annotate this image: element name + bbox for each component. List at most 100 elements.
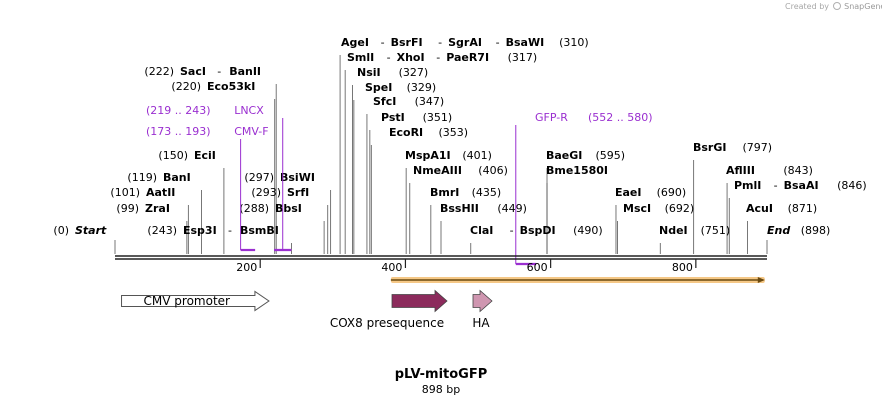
enzyme-separator: -	[774, 179, 778, 192]
enzyme-position-bsshii: (449)	[497, 202, 527, 215]
enzyme-position-agei: (310)	[559, 36, 589, 49]
enzyme-cut-lines	[114, 55, 768, 254]
enzyme-label-sfci[interactable]: SfcI	[373, 95, 396, 108]
enzyme-label-bsmbi[interactable]: BsmBI	[240, 224, 279, 237]
enzyme-label-msci[interactable]: MscI	[623, 202, 651, 215]
enzyme-position-ndei: (751)	[701, 224, 731, 237]
primer-label-gfp-r[interactable]: GFP-R	[535, 111, 568, 124]
feature-label-cox8-presequence: COX8 presequence	[330, 316, 444, 330]
enzyme-label-srfi[interactable]: SrfI	[287, 186, 309, 199]
enzyme-position-pmli: (846)	[837, 179, 867, 192]
feature-cmv-promoter[interactable]	[121, 290, 270, 312]
enzyme-position-psti: (351)	[423, 111, 453, 124]
enzyme-label-afliii[interactable]: AflIII	[726, 164, 755, 177]
enzyme-position-zrai: (99)	[116, 202, 139, 215]
enzyme-label-bbsi[interactable]: BbsI	[275, 202, 302, 215]
enzyme-label-pmli[interactable]: PmlI	[734, 179, 761, 192]
enzyme-label-bsiwi[interactable]: BsiWI	[280, 171, 315, 184]
enzyme-position-nmeaiii: (406)	[478, 164, 508, 177]
enzyme-position-start: (0)	[53, 224, 69, 237]
enzyme-label-ecii[interactable]: EciI	[194, 149, 216, 162]
enzyme-label-aatii[interactable]: AatII	[146, 186, 175, 199]
enzyme-label-bme1580i[interactable]: Bme1580I	[546, 164, 608, 177]
enzyme-position-clai: (490)	[573, 224, 603, 237]
primer-range-gfp-r: (552 .. 580)	[588, 111, 653, 124]
credit-prefix: Created by	[785, 2, 830, 11]
enzyme-label-ndei[interactable]: NdeI	[659, 224, 688, 237]
plasmid-name: pLV-mitoGFP	[395, 367, 488, 382]
enzyme-label-mspa1i[interactable]: MspA1I	[405, 149, 451, 162]
enzyme-position-smli: (317)	[508, 51, 538, 64]
enzyme-label-eaei[interactable]: EaeI	[615, 186, 642, 199]
enzyme-label-paer7i[interactable]: PaeR7I	[446, 51, 489, 64]
enzyme-position-bsiwi: (297)	[244, 171, 274, 184]
enzyme-label-saci[interactable]: SacI	[180, 65, 206, 78]
enzyme-label-bsrfi[interactable]: BsrFI	[391, 36, 423, 49]
enzyme-label-ecori[interactable]: EcoRI	[389, 126, 423, 139]
enzyme-label-bsaai[interactable]: BsaAI	[784, 179, 819, 192]
enzyme-label-end[interactable]: End	[767, 224, 790, 237]
enzyme-position-afliii: (843)	[783, 164, 813, 177]
enzyme-position-end: (898)	[801, 224, 831, 237]
tick-label-600: 600	[527, 261, 548, 274]
enzyme-label-zrai[interactable]: ZraI	[145, 202, 170, 215]
feature-cox8-presequence[interactable]	[391, 289, 448, 313]
enzyme-label-bsrgi[interactable]: BsrGI	[693, 141, 726, 154]
enzyme-position-eaei: (690)	[657, 186, 687, 199]
enzyme-label-nmeaiii[interactable]: NmeAIII	[413, 164, 462, 177]
enzyme-label-nsii[interactable]: NsiI	[357, 66, 381, 79]
enzyme-position-aatii: (101)	[110, 186, 140, 199]
enzyme-label-start[interactable]: Start	[75, 224, 107, 237]
enzyme-position-mspa1i: (401)	[462, 149, 492, 162]
enzyme-position-saci: (222)	[144, 65, 174, 78]
snapgene-logo-icon	[832, 2, 841, 10]
primer-label-cmv-f[interactable]: CMV-F	[234, 125, 268, 138]
enzyme-label-psti[interactable]: PstI	[381, 111, 405, 124]
enzyme-label-bspdi[interactable]: BspDI	[520, 224, 556, 237]
sequence-backbone	[115, 255, 767, 260]
feature-label-cmv-promoter: CMV promoter	[144, 294, 231, 308]
enzyme-position-bani: (119)	[127, 171, 157, 184]
enzyme-label-bsawi[interactable]: BsaWI	[506, 36, 545, 49]
tick-label-400: 400	[381, 261, 402, 274]
enzyme-position-bmri: (435)	[472, 186, 502, 199]
enzyme-label-eco53ki[interactable]: Eco53kI	[207, 80, 255, 93]
enzyme-label-xhoi[interactable]: XhoI	[397, 51, 425, 64]
enzyme-separator: -	[228, 224, 232, 237]
primer-range-lncx: (219 .. 243)	[146, 104, 211, 117]
enzyme-label-acui[interactable]: AcuI	[746, 202, 773, 215]
credit-brand: SnapGene	[844, 2, 882, 11]
enzyme-label-clai[interactable]: ClaI	[470, 224, 493, 237]
enzyme-label-smli[interactable]: SmlI	[347, 51, 374, 64]
enzyme-separator: -	[496, 36, 500, 49]
enzyme-position-ecii: (150)	[158, 149, 188, 162]
enzyme-label-banii[interactable]: BanII	[229, 65, 261, 78]
enzyme-position-bsrgi: (797)	[743, 141, 773, 154]
enzyme-separator: -	[438, 36, 442, 49]
enzyme-label-bmri[interactable]: BmrI	[430, 186, 459, 199]
enzyme-position-nsii: (327)	[399, 66, 429, 79]
enzyme-label-bsshii[interactable]: BssHII	[440, 202, 479, 215]
enzyme-label-bani[interactable]: BanI	[163, 171, 191, 184]
plasmid-length: 898 bp	[422, 383, 460, 396]
feature-ha[interactable]	[472, 289, 493, 313]
enzyme-label-spei[interactable]: SpeI	[365, 81, 392, 94]
enzyme-separator: -	[381, 36, 385, 49]
enzyme-label-esp3i[interactable]: Esp3I	[183, 224, 217, 237]
enzyme-position-eco53ki: (220)	[171, 80, 201, 93]
enzyme-label-agei[interactable]: AgeI	[341, 36, 369, 49]
enzyme-position-acui: (871)	[788, 202, 818, 215]
enzyme-label-sgrai[interactable]: SgrAI	[448, 36, 482, 49]
orf-arrowhead	[757, 277, 765, 283]
primer-range-cmv-f: (173 .. 193)	[146, 125, 211, 138]
primer-label-lncx[interactable]: LNCX	[234, 104, 264, 117]
enzyme-position-baegi: (595)	[596, 149, 626, 162]
enzyme-label-baegi[interactable]: BaeGI	[546, 149, 582, 162]
enzyme-position-sfci: (347)	[415, 95, 445, 108]
tick-label-200: 200	[236, 261, 257, 274]
enzyme-labels: (0) Start (99) ZraI (101) AatII (119) BanI (150)…	[53, 36, 866, 237]
enzyme-separator: -	[510, 224, 514, 237]
enzyme-position-bbsi: (288)	[239, 202, 269, 215]
